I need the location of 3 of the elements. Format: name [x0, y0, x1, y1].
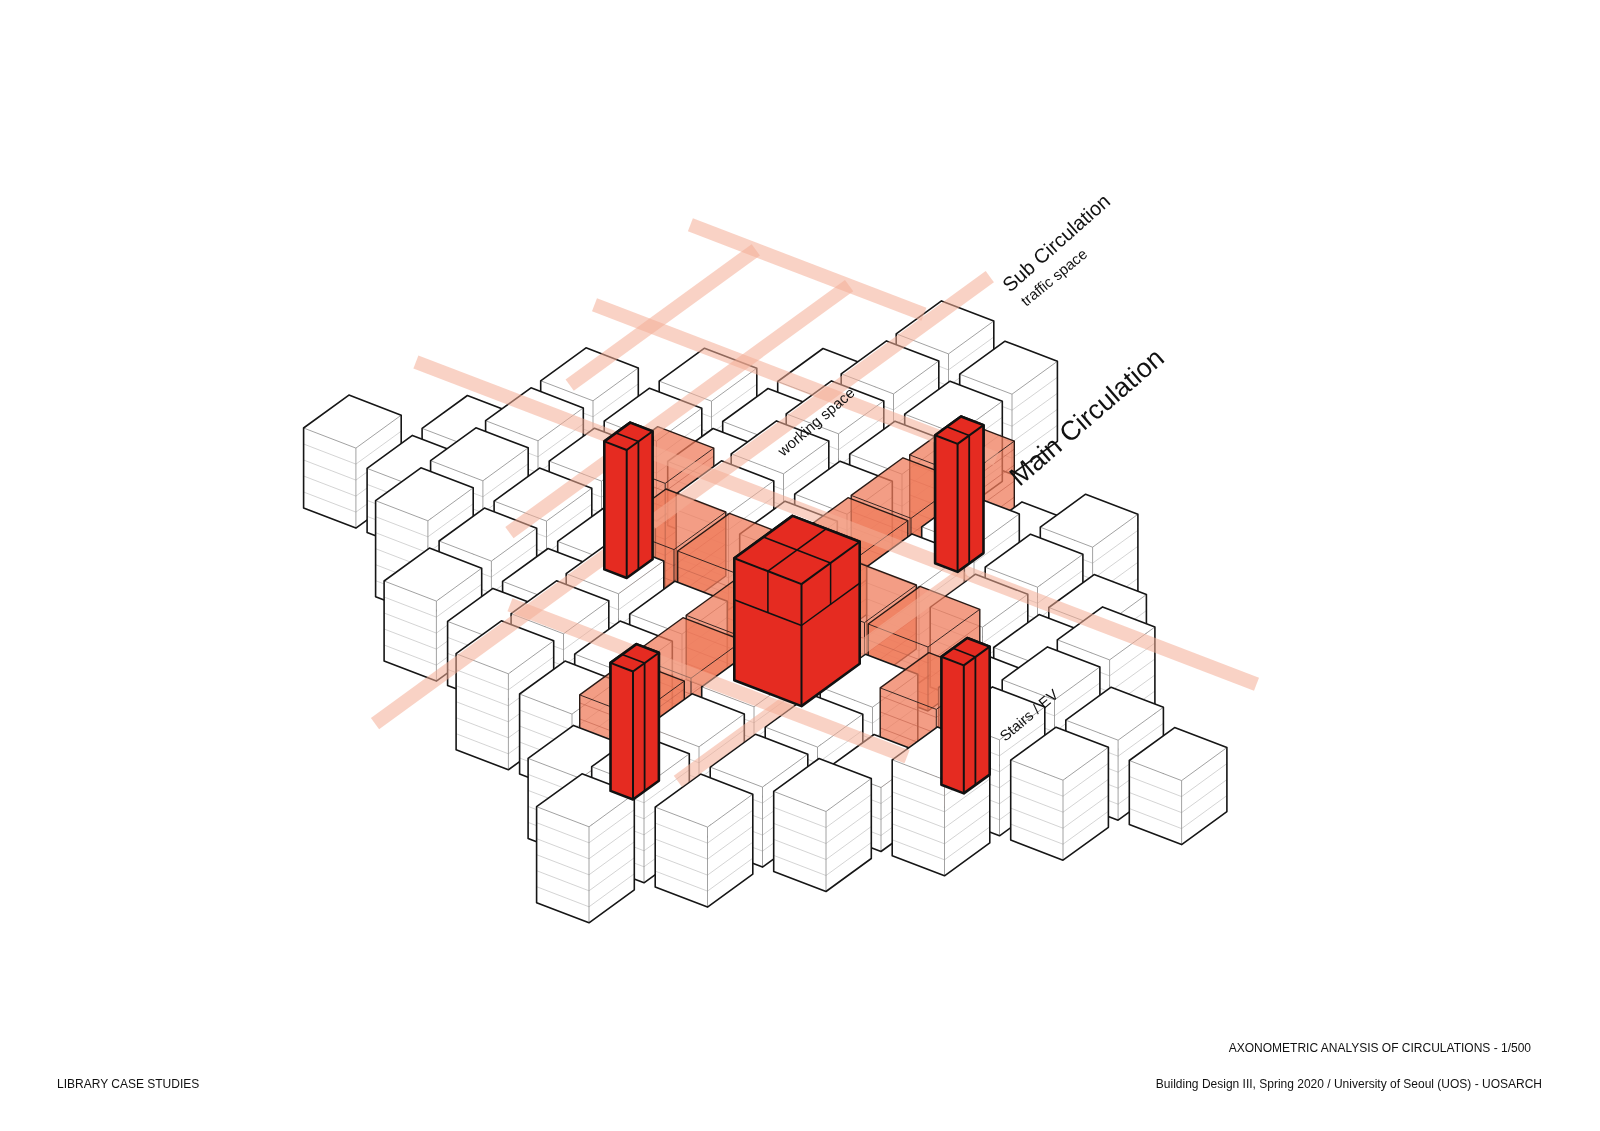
drawing-title: AXONOMETRIC ANALYSIS OF CIRCULATIONS - 1/500	[1228, 1041, 1531, 1054]
footer-text: Building Design III, Spring 2020 / University of Seoul (UOS) - UOSARCH	[1155, 1077, 1542, 1090]
footer-text: LIBRARY CASE STUDIES	[57, 1077, 200, 1090]
